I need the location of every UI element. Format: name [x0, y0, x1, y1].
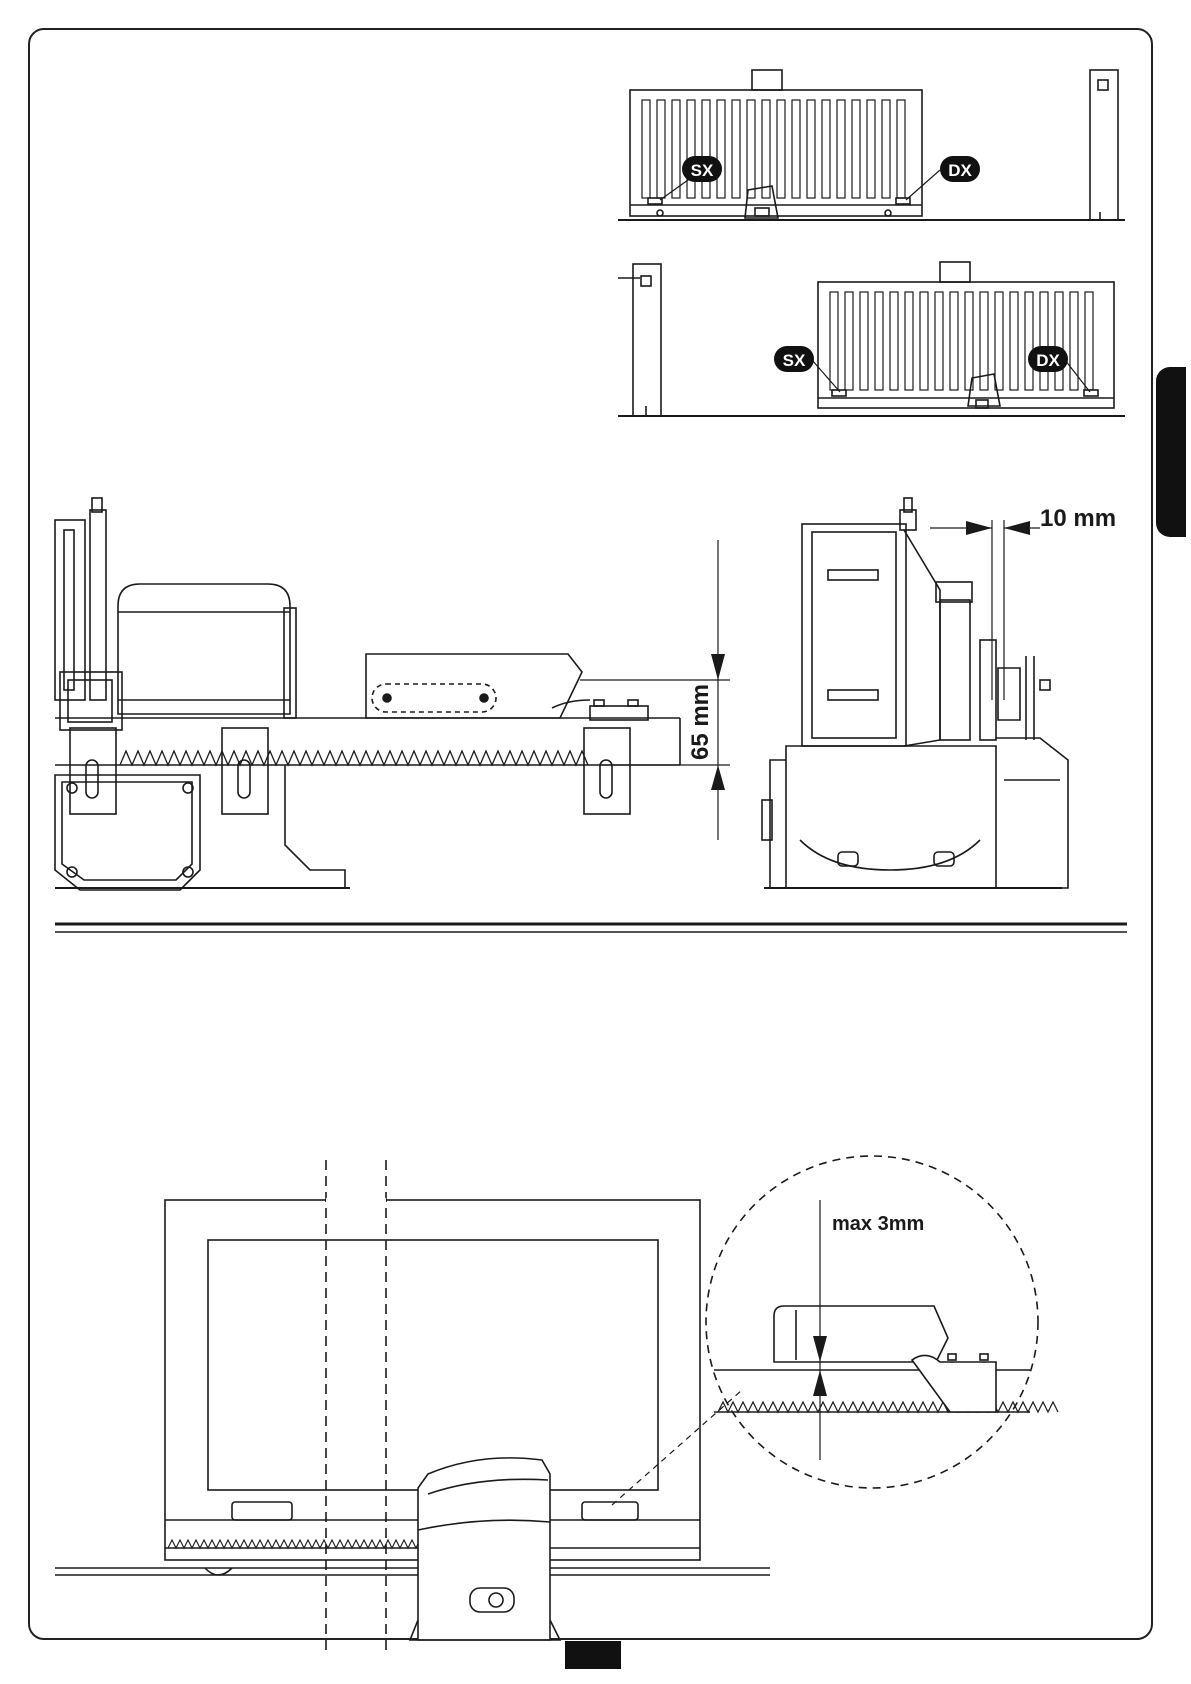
motor-side-view [762, 498, 1068, 888]
sx-label-top: SX [691, 161, 714, 180]
gate-bars-bottom [830, 292, 1093, 390]
gate-installation-view [55, 1160, 770, 1650]
gate-diagram-bottom [618, 262, 1125, 416]
rack-teeth-detail [718, 1402, 1058, 1412]
gate-bars-top [642, 100, 905, 198]
dx-label-top: DX [948, 161, 972, 180]
sx-label-bottom: SX [783, 351, 806, 370]
dx-label-bottom: DX [1036, 351, 1060, 370]
dim-10-label: 10 mm [1040, 505, 1116, 532]
max-3mm-label: max 3mm [832, 1213, 924, 1235]
gate-diagram-top [618, 70, 1125, 220]
detail-magnifier [706, 1156, 1058, 1488]
limit-magnet-front [366, 654, 582, 718]
dim-65-label: 65 mm [687, 684, 714, 760]
rack-teeth-front [120, 751, 588, 765]
motor-front-view [55, 498, 730, 890]
